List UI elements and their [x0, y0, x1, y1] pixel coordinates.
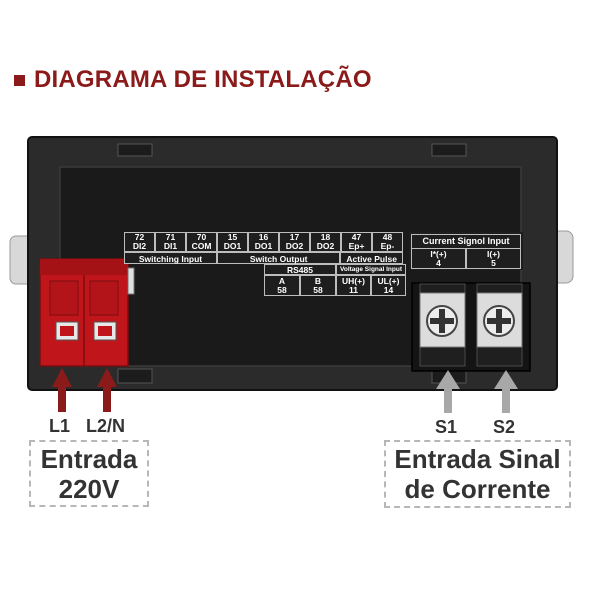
heading-bullet-icon: [14, 74, 25, 86]
current-terminal-block: [411, 282, 531, 372]
housing-tab-left-bottom: [117, 368, 153, 384]
current-signal-input-label: Current Signol Input I*(+)4 I(+)5: [409, 232, 523, 270]
l1-arrow-icon: [52, 368, 72, 412]
signal-caption-line2: de Corrente: [404, 474, 551, 504]
s1-arrow-icon: [436, 370, 460, 413]
group-switching-input: Switching Input: [124, 252, 217, 264]
wire-label-s2: S2: [493, 417, 516, 437]
heading-text: DIAGRAMA DE INSTALAÇÃO: [34, 66, 372, 93]
diagram-heading: DIAGRAMA DE INSTALAÇÃO: [14, 66, 372, 94]
group-rs485: RS485: [264, 264, 336, 275]
current-signal-title: Current Signol Input: [411, 234, 521, 249]
terminal-cell: UH(+)11: [336, 275, 371, 296]
wire-label-s1: S1: [435, 417, 458, 437]
group-active-pulse: Active Pulse: [340, 252, 403, 264]
housing-tab-left-top: [117, 143, 153, 157]
terminal-cell: I*(+)4: [411, 248, 466, 269]
signal-input-caption: Entrada Sinal de Corrente: [384, 440, 571, 508]
power-input-caption: Entrada 220V: [29, 440, 149, 507]
signal-caption-line1: Entrada Sinal: [394, 444, 561, 474]
l2n-arrow-icon: [97, 368, 117, 412]
power-caption-line2: 220V: [58, 473, 120, 504]
group-voltage-signal-input: Voltage Signal Input: [336, 264, 406, 275]
terminal-cell: I(+)5: [466, 248, 521, 269]
power-connector: [39, 258, 135, 367]
power-caption-line1: Entrada: [40, 443, 138, 474]
s2-arrow-icon: [494, 370, 518, 413]
housing-tab-right-top: [431, 143, 467, 157]
wire-label-l2n: L2/N: [86, 416, 126, 436]
terminal-cell: UL(+)14: [371, 275, 406, 296]
wire-label-l1: L1: [49, 416, 71, 436]
terminal-strip-voltage: Voltage Signal Input UH(+)11 UL(+)14: [336, 264, 406, 296]
group-switch-output: Switch Output: [217, 252, 341, 264]
